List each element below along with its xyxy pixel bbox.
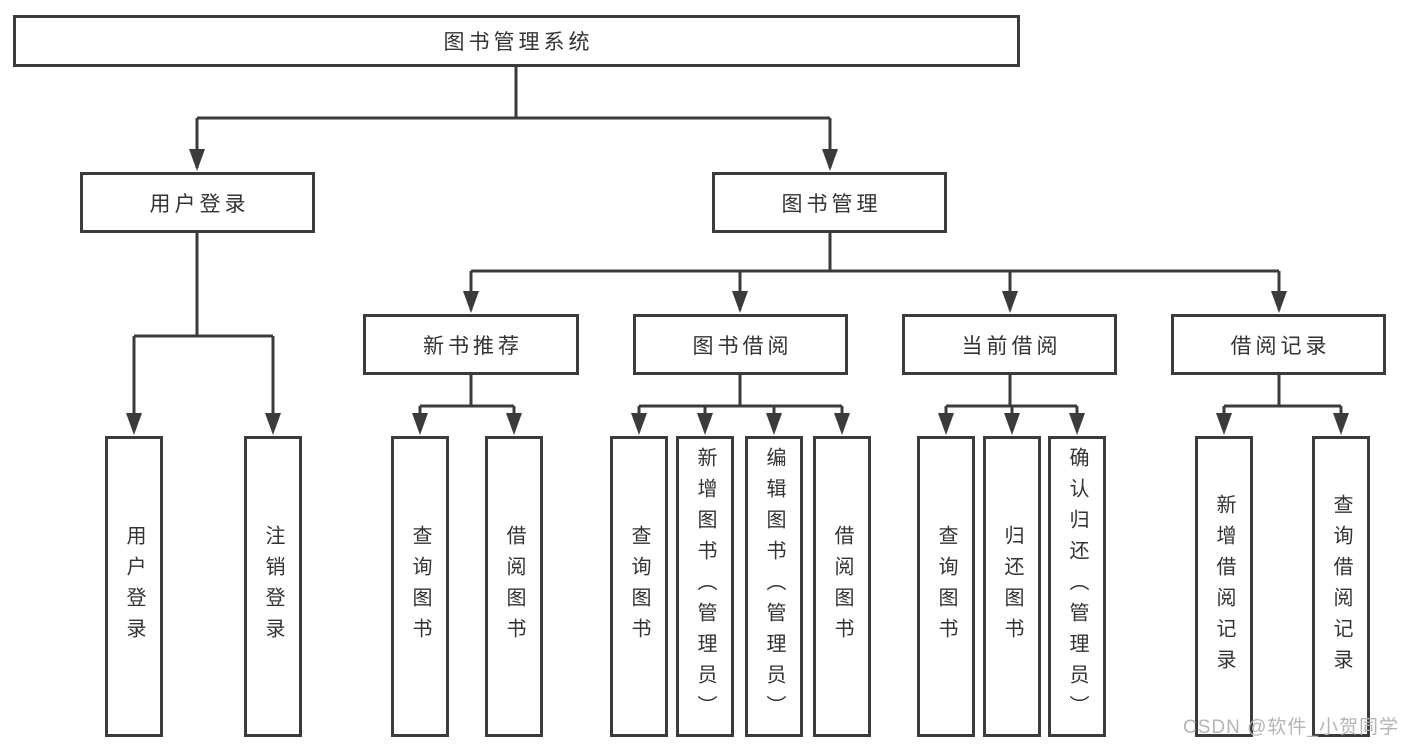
arrowhead xyxy=(1069,413,1085,435)
node-new-book-recommend: 新书推荐 xyxy=(363,314,579,375)
connector-root xyxy=(189,67,838,171)
arrowhead xyxy=(1002,291,1018,313)
arrowhead xyxy=(1271,291,1287,313)
connector-mgmt xyxy=(463,233,1287,313)
arrowhead xyxy=(189,149,205,171)
arrowhead xyxy=(1216,413,1232,435)
leaf-query-books: 查询图书 xyxy=(391,436,449,737)
leaf-user-login: 用户登录 xyxy=(105,436,163,737)
leaf-query-books-2: 查询图书 xyxy=(610,436,668,737)
arrowhead xyxy=(126,413,142,435)
arrowhead xyxy=(697,413,713,435)
node-borrowing-records: 借阅记录 xyxy=(1171,314,1386,375)
node-root-system: 图书管理系统 xyxy=(13,15,1020,67)
arrowhead xyxy=(631,413,647,435)
node-book-borrowing: 图书借阅 xyxy=(633,314,848,375)
csdn-watermark: CSDN @软件_小贺同学 xyxy=(1183,717,1399,738)
leaf-add-borrow-record: 新增借阅记录 xyxy=(1195,436,1253,737)
connector-rec xyxy=(412,375,522,435)
leaf-query-books-3: 查询图书 xyxy=(917,436,975,737)
node-book-management-branch: 图书管理 xyxy=(712,172,947,233)
arrowhead xyxy=(1004,413,1020,435)
connector-login xyxy=(126,233,281,435)
leaf-query-borrow-record: 查询借阅记录 xyxy=(1312,436,1370,737)
arrowhead xyxy=(766,413,782,435)
leaf-borrow-books-2: 借阅图书 xyxy=(813,436,871,737)
arrowhead xyxy=(822,149,838,171)
leaf-return-books: 归还图书 xyxy=(983,436,1041,737)
arrowhead xyxy=(412,413,428,435)
connector-records xyxy=(1216,375,1349,435)
leaf-add-books-admin: 新增图书（管理员） xyxy=(676,436,734,737)
arrowhead xyxy=(265,413,281,435)
leaf-logout: 注销登录 xyxy=(244,436,302,737)
node-current-borrowing: 当前借阅 xyxy=(902,314,1117,375)
connector-borrow xyxy=(631,375,850,435)
leaf-confirm-return-admin: 确认归还（管理员） xyxy=(1048,436,1106,737)
arrowhead xyxy=(463,291,479,313)
arrowhead xyxy=(938,413,954,435)
leaf-edit-books-admin: 编辑图书（管理员） xyxy=(745,436,803,737)
connector-current xyxy=(938,375,1085,435)
arrowhead xyxy=(1333,413,1349,435)
arrowhead xyxy=(834,413,850,435)
arrowhead xyxy=(506,413,522,435)
arrowhead xyxy=(732,291,748,313)
leaf-borrow-books: 借阅图书 xyxy=(485,436,543,737)
node-user-login-branch: 用户登录 xyxy=(80,172,315,233)
